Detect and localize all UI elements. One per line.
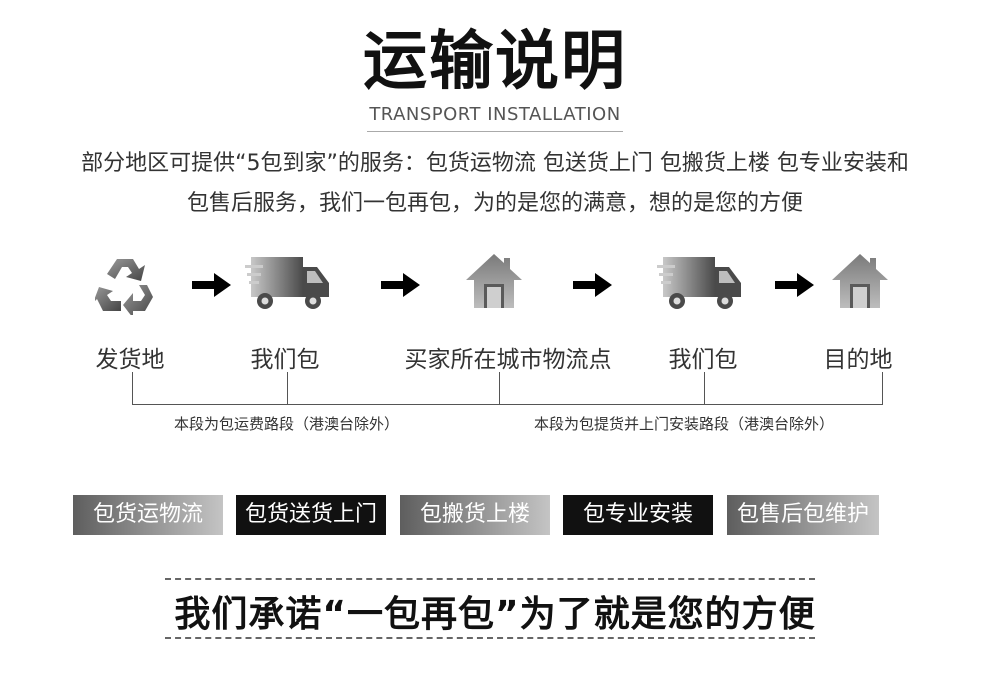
subtitle-underline xyxy=(367,131,623,132)
service-freight-button[interactable]: 包货运物流 xyxy=(73,495,223,535)
dashed-divider-bottom xyxy=(165,637,815,639)
service-carry-upstairs-button[interactable]: 包搬货上楼 xyxy=(400,495,550,535)
page-subtitle: TRANSPORT INSTALLATION xyxy=(369,104,621,125)
arrow-right-icon xyxy=(775,272,815,298)
truck-icon xyxy=(245,255,330,313)
description-line-1: 部分地区可提供“5包到家”的服务：包货运物流 包送货上门 包搬货上楼 包专业安装… xyxy=(81,151,909,176)
stage-label-we-cover-1: 我们包 xyxy=(250,347,320,373)
house-icon xyxy=(830,252,890,310)
house-icon xyxy=(464,252,524,310)
segment-label-freight: 本段为包运费路段（港澳台除外） xyxy=(174,415,400,433)
dashed-divider-top xyxy=(165,578,815,580)
recycle-icon xyxy=(95,255,157,315)
timeline-tick xyxy=(132,372,133,405)
service-door-delivery-button[interactable]: 包货送货上门 xyxy=(236,495,386,535)
service-after-sales-button[interactable]: 包售后包维护 xyxy=(727,495,879,535)
arrow-right-icon xyxy=(573,272,613,298)
description-line-2: 包售后服务，我们一包再包，为的是您的满意，想的是您的方便 xyxy=(186,191,803,216)
promise-text: 我们承诺“一包再包”为了就是您的方便 xyxy=(174,594,816,635)
timeline-tick xyxy=(499,372,500,405)
arrow-right-icon xyxy=(192,272,232,298)
truck-icon xyxy=(657,255,742,313)
timeline-line xyxy=(132,404,883,405)
service-installation-button[interactable]: 包专业安装 xyxy=(563,495,713,535)
stage-label-city-hub: 买家所在城市物流点 xyxy=(404,347,612,373)
timeline-tick xyxy=(882,372,883,405)
stage-label-origin: 发货地 xyxy=(95,347,165,373)
arrow-right-icon xyxy=(381,272,421,298)
timeline-tick xyxy=(704,372,705,405)
timeline-tick xyxy=(287,372,288,405)
segment-label-delivery: 本段为包提货并上门安装路段（港澳台除外） xyxy=(534,415,835,433)
page-title: 运输说明 xyxy=(363,25,627,99)
stage-label-we-cover-2: 我们包 xyxy=(668,347,738,373)
stage-label-destination: 目的地 xyxy=(823,347,893,373)
